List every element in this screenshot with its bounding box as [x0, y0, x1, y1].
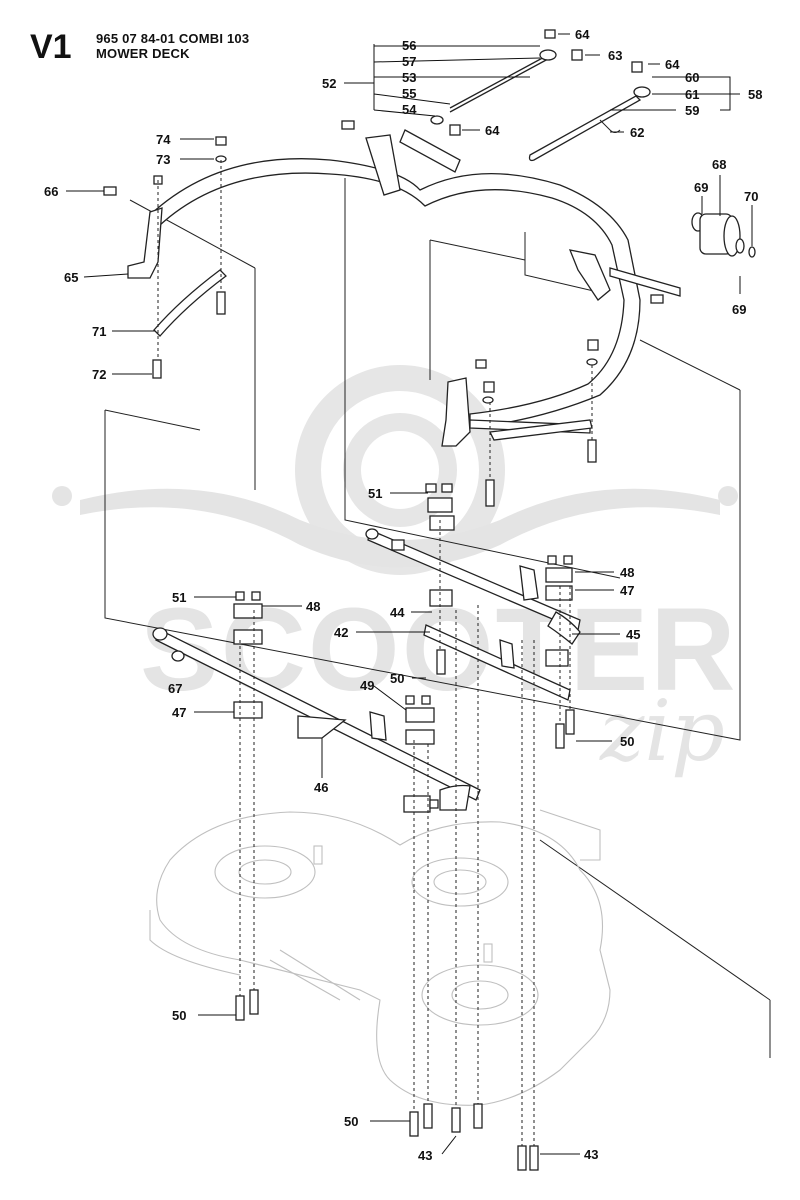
callout-53: 53 — [402, 70, 416, 85]
callout-50-right: 50 — [620, 734, 634, 749]
deck-mount-fasteners — [235, 605, 539, 1171]
callout-50-left: 50 — [172, 1008, 186, 1023]
callout-51-upper: 51 — [368, 486, 382, 501]
mower-deck-housing — [149, 809, 611, 1106]
callout-49: 49 — [360, 678, 374, 693]
callout-67: 67 — [168, 681, 182, 696]
callout-47-right: 47 — [620, 583, 634, 598]
callout-50-mid: 50 — [390, 671, 404, 686]
callout-48-left: 48 — [306, 599, 320, 614]
callout-60: 60 — [685, 70, 699, 85]
anti-scalp-roller — [691, 212, 756, 258]
callout-55: 55 — [402, 86, 416, 101]
callout-43-right: 43 — [584, 1147, 598, 1162]
callout-73: 73 — [156, 152, 170, 167]
adjuster-rod-assembly — [430, 29, 651, 162]
right-lift-bracket — [475, 339, 599, 507]
callout-64-mid: 64 — [485, 123, 500, 138]
callout-72: 72 — [92, 367, 106, 382]
callout-70: 70 — [744, 189, 758, 204]
callout-74: 74 — [156, 132, 171, 147]
callout-69-bottom: 69 — [732, 302, 746, 317]
callout-54: 54 — [402, 102, 417, 117]
callout-63: 63 — [608, 48, 622, 63]
callout-68: 68 — [712, 157, 726, 172]
callout-59: 59 — [685, 103, 699, 118]
callout-57: 57 — [402, 54, 416, 69]
assembly-title: MOWER DECK — [96, 46, 190, 61]
callout-42: 42 — [334, 625, 348, 640]
callout-51-lower: 51 — [172, 590, 186, 605]
callout-71: 71 — [92, 324, 106, 339]
callout-labels: 56 57 53 55 54 52 64 63 64 64 60 61 59 5… — [44, 27, 762, 1163]
guide-planes — [104, 178, 771, 1058]
callout-69-top: 69 — [694, 180, 708, 195]
callout-leaders — [66, 33, 753, 1155]
callout-44: 44 — [390, 605, 405, 620]
callout-48-right: 48 — [620, 565, 634, 580]
callout-43-left: 43 — [418, 1148, 432, 1163]
callout-58: 58 — [748, 87, 762, 102]
callout-56: 56 — [402, 38, 416, 53]
callout-46: 46 — [314, 780, 328, 795]
callout-64-top: 64 — [575, 27, 590, 42]
left-lift-bracket — [103, 136, 227, 379]
callout-66: 66 — [44, 184, 58, 199]
rear-pivot-shaft — [152, 591, 481, 813]
part-number-line: 965 07 84-01 COMBI 103 — [96, 31, 250, 46]
callout-47-left: 47 — [172, 705, 186, 720]
callout-50-bottom: 50 — [344, 1114, 358, 1129]
callout-62: 62 — [630, 125, 644, 140]
diagram-code: V1 — [30, 28, 72, 66]
callout-64-right: 64 — [665, 57, 680, 72]
callout-65: 65 — [64, 270, 78, 285]
lift-arm-frame — [149, 120, 681, 447]
callout-52: 52 — [322, 76, 336, 91]
watermark-suffix: zip — [599, 682, 725, 780]
callout-45: 45 — [626, 627, 640, 642]
front-pivot-shaft — [365, 483, 581, 749]
callout-61: 61 — [685, 87, 699, 102]
